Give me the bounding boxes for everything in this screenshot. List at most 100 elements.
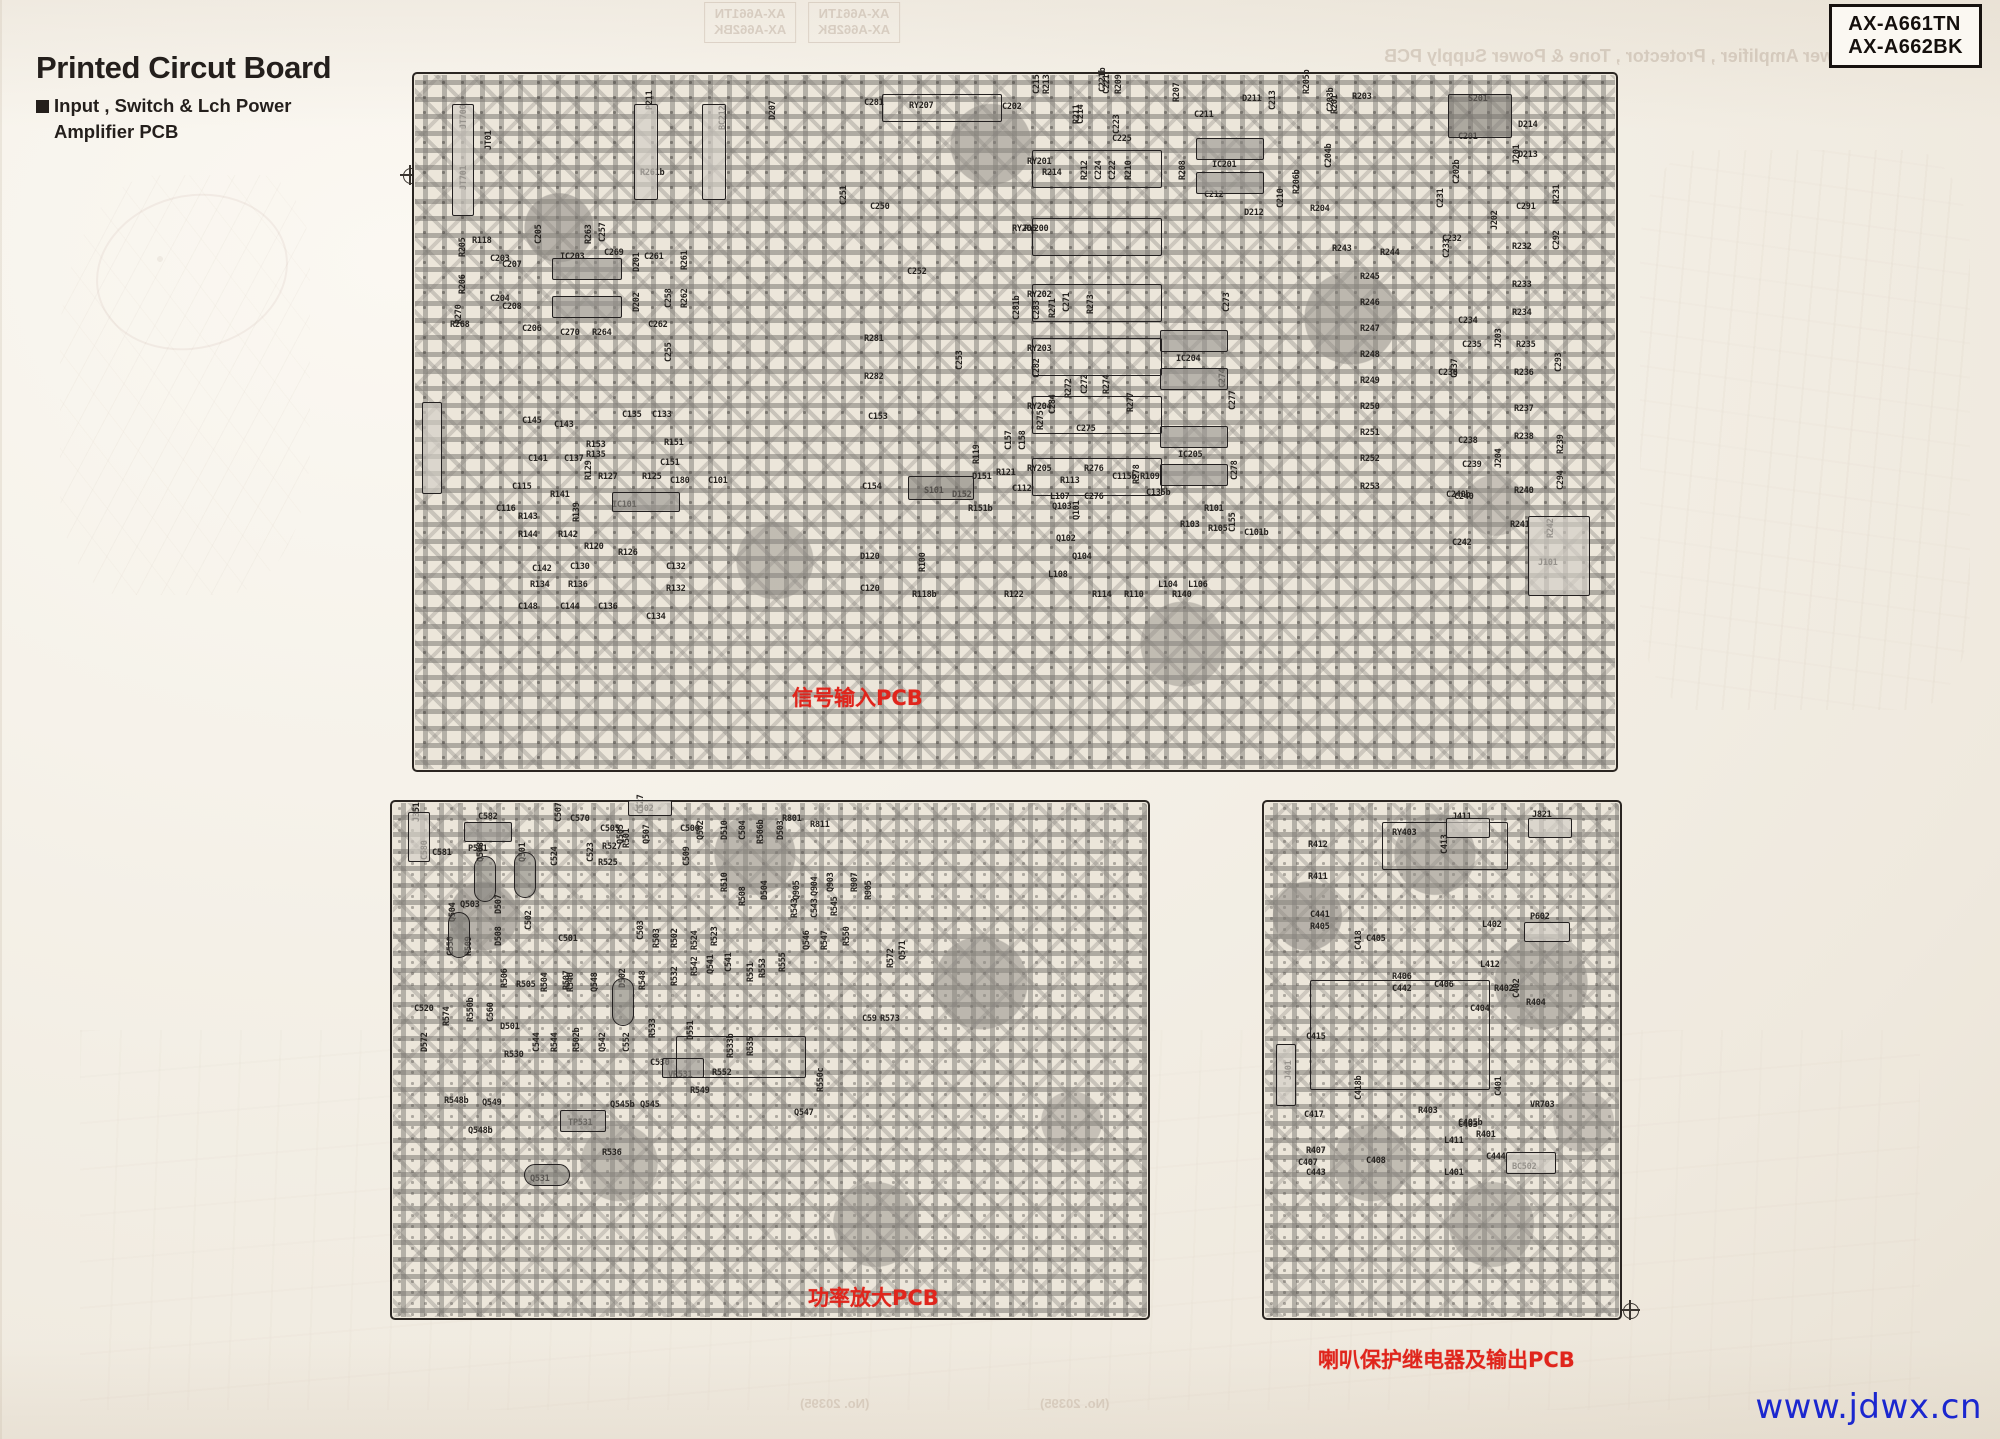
component-designator: C238 [1458,436,1478,446]
page-subtitle-line1: Input , Switch & Lch Power [54,95,292,116]
component-designator: C239 [1462,460,1482,470]
component-designator: Q542 [598,1032,608,1053]
component-designator: D120 [860,552,880,562]
component-designator: C530 [650,1058,670,1068]
component-designator: C101 [708,476,728,486]
component-designator: R282 [864,372,884,382]
component-designator: IC205 [1178,450,1203,460]
component-designator: R110 [1124,590,1144,600]
component-designator: R550c [816,1067,826,1092]
component-designator: C541 [724,952,734,973]
component-designator: C142 [532,564,552,574]
component-designator: C407 [1298,1158,1318,1168]
ic201-upper [1196,138,1264,160]
component-designator: C444 [1486,1152,1506,1162]
component-designator: C134 [646,612,666,622]
component-designator: J202 [1490,210,1500,231]
component-designator: R140 [1172,590,1192,600]
component-designator: R232 [1512,242,1532,252]
component-designator: C441 [1310,910,1330,920]
component-designator: D151 [972,472,992,482]
component-designator: R125 [642,472,662,482]
board1-copper-traces [415,75,1615,769]
component-designator: C151 [660,458,680,468]
component-designator: R404 [1526,998,1546,1008]
component-designator: C507 [554,802,564,823]
component-designator: R552 [712,1068,732,1078]
component-designator: C582 [478,812,498,822]
model-number-box: AX-A661TN AX-A662BK [1829,4,1982,69]
component-designator: C135 [622,410,642,420]
component-designator: R536 [602,1148,622,1158]
component-designator: R234 [1512,308,1532,318]
component-designator: RY403 [1392,828,1417,838]
component-designator: L104 [1158,580,1178,590]
transistor-q503 [474,856,496,902]
output-copper-pour [1310,980,1490,1090]
component-designator: R136 [568,580,588,590]
switch-s201 [1448,94,1512,138]
component-designator: C232 [1442,234,1462,244]
component-designator: C276 [1084,492,1104,502]
component-designator: C204 [490,294,510,304]
component-designator: R239 [1556,434,1566,455]
component-designator: C236 [1438,368,1458,378]
component-designator: Q541 [706,954,716,975]
component-designator: C293 [1554,352,1564,373]
component-designator: C130 [570,562,590,572]
component-designator: C136 [598,602,618,612]
component-designator: C240b [1446,490,1471,500]
component-designator: R201 [1330,94,1340,115]
component-designator: C269 [604,248,624,258]
component-designator: C223 [1112,114,1122,135]
component-designator: R141 [550,490,570,500]
component-designator: R811 [810,820,830,830]
model-number-1: AX-A661TN [1848,13,1961,35]
component-designator: R206b [1292,169,1302,194]
component-designator: C402 [1512,978,1522,999]
component-designator: C133 [652,410,672,420]
component-designator: C503 [636,920,646,941]
component-designator: JT01 [484,130,494,151]
page-title-block: Printed Circut Board Input , Switch & Lc… [36,52,366,142]
component-designator: C215 [1032,74,1042,95]
component-designator: C213 [1268,90,1278,111]
component-designator: C406 [1434,980,1454,990]
component-designator: R127 [598,472,618,482]
component-designator: L106 [1188,580,1208,590]
component-designator: R209 [1114,74,1124,95]
transistor-q501 [514,852,536,898]
component-designator: R527 [602,842,622,852]
component-designator: R100 [918,552,928,573]
relay-ry205 [1032,458,1162,496]
component-designator: R542 [690,956,700,977]
component-designator: R905 [864,880,874,901]
component-designator: R544 [550,1032,560,1053]
component-designator: R264 [592,328,612,338]
component-designator: R153 [586,440,606,450]
component-designator: R251 [1360,428,1380,438]
power-amplifier-board[interactable]: J351C582C570C527C581C580P501C507R527R525… [390,795,1150,1320]
component-designator: R205b [1302,69,1312,94]
component-designator: C250 [870,202,890,212]
component-designator: C502 [524,910,534,931]
component-designator: C403 [1458,1120,1478,1130]
component-designator: R119 [972,444,982,465]
component-designator: C524 [550,846,560,867]
component-designator: C115b [1112,472,1137,482]
ic203-upper [552,258,622,280]
component-designator: R281 [864,334,884,344]
component-designator: R235 [1516,340,1536,350]
test-point-tp531 [560,1110,606,1132]
component-designator: RY205 [1027,464,1052,474]
transistor-q531 [524,1164,570,1186]
input-switch-lch-power-amp-board[interactable]: JT700JT701JT01P211BC212D207RY207C251C250… [412,68,1618,772]
component-designator: R204 [1310,204,1330,214]
component-designator: C581 [432,848,452,858]
component-designator: R411 [1308,872,1328,882]
component-designator: C233 [1442,238,1452,259]
component-designator: Q102 [1056,534,1076,544]
component-designator: R502 [670,928,680,949]
component-designator: Q548 [590,972,600,993]
